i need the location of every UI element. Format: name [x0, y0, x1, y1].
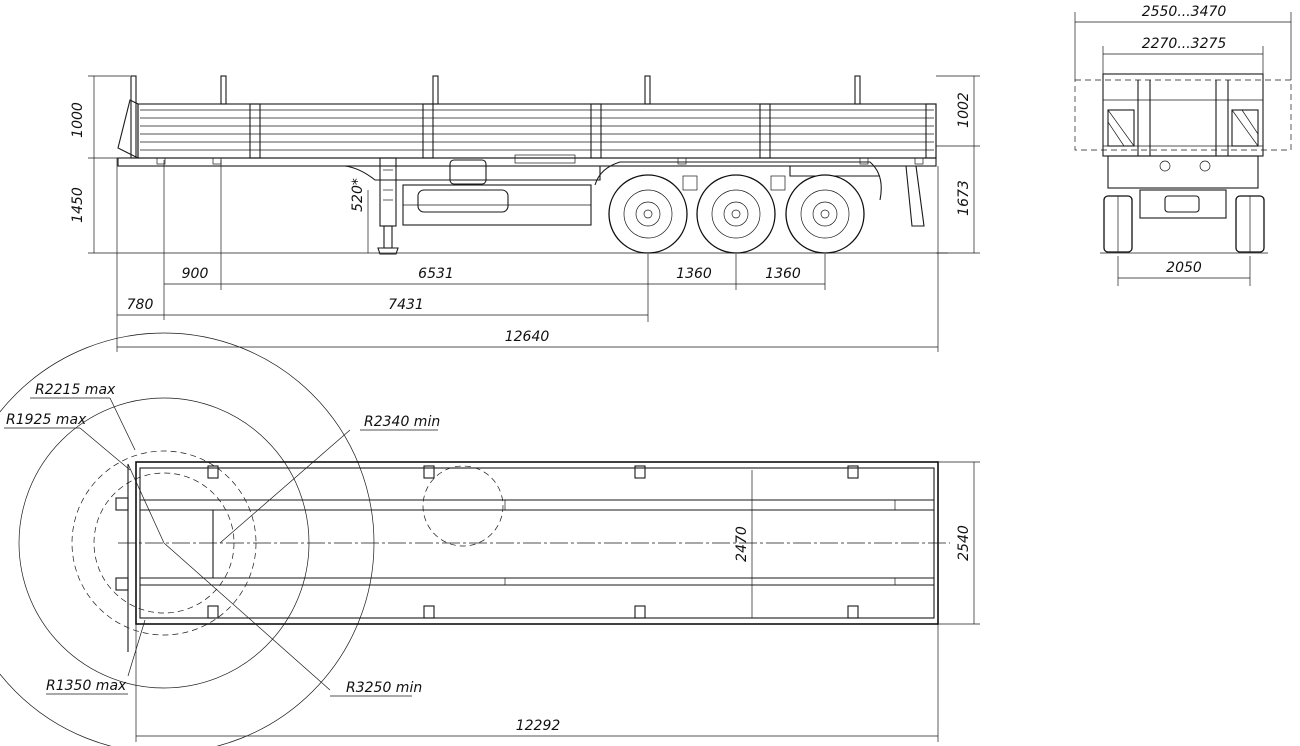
dim-support-height: 520*: [350, 178, 366, 212]
top-view: R2215 max R1925 max R2340 min R1350 max …: [0, 332, 980, 746]
side-view: 1000 1450 1002 1673 520* 900 6531 1360 1…: [70, 75, 980, 352]
label-r-corner-max: R1925 max: [6, 412, 87, 428]
dim-left-board-height: 1000: [70, 102, 86, 138]
dim-front-to-support: 900: [182, 266, 209, 282]
dim-top-inner-width: 2470: [734, 526, 750, 562]
dim-rear-inner-width: 2270...3275: [1142, 36, 1227, 52]
dim-kingpin-to-axle: 7431: [388, 297, 424, 313]
dim-deck-length: 12292: [516, 718, 561, 734]
label-r-swing-min: R2340 min: [364, 414, 440, 430]
label-r-front-max: R2215 max: [35, 382, 116, 398]
dim-axle-spacing-2: 1360: [765, 266, 801, 282]
dim-total-length: 12640: [505, 329, 550, 345]
dim-rear-outer-width: 2550...3470: [1142, 4, 1227, 20]
dim-top-outer-width: 2540: [956, 525, 972, 561]
dim-axle-spacing-1: 1360: [676, 266, 712, 282]
dim-deck-height-rear: 1673: [956, 180, 972, 216]
dim-deck-height-front: 1450: [70, 187, 86, 223]
label-r-rear-min: R3250 min: [346, 680, 422, 696]
rear-view: 2550...3470 2270...3275 2050: [1074, 4, 1292, 286]
dim-support-to-axle: 6531: [418, 266, 454, 282]
dim-kingpin-offset: 780: [127, 297, 154, 313]
label-r-kingpin-max: R1350 max: [46, 678, 127, 694]
dim-wheel-track: 2050: [1166, 260, 1202, 276]
dim-right-board-height: 1002: [956, 92, 972, 128]
